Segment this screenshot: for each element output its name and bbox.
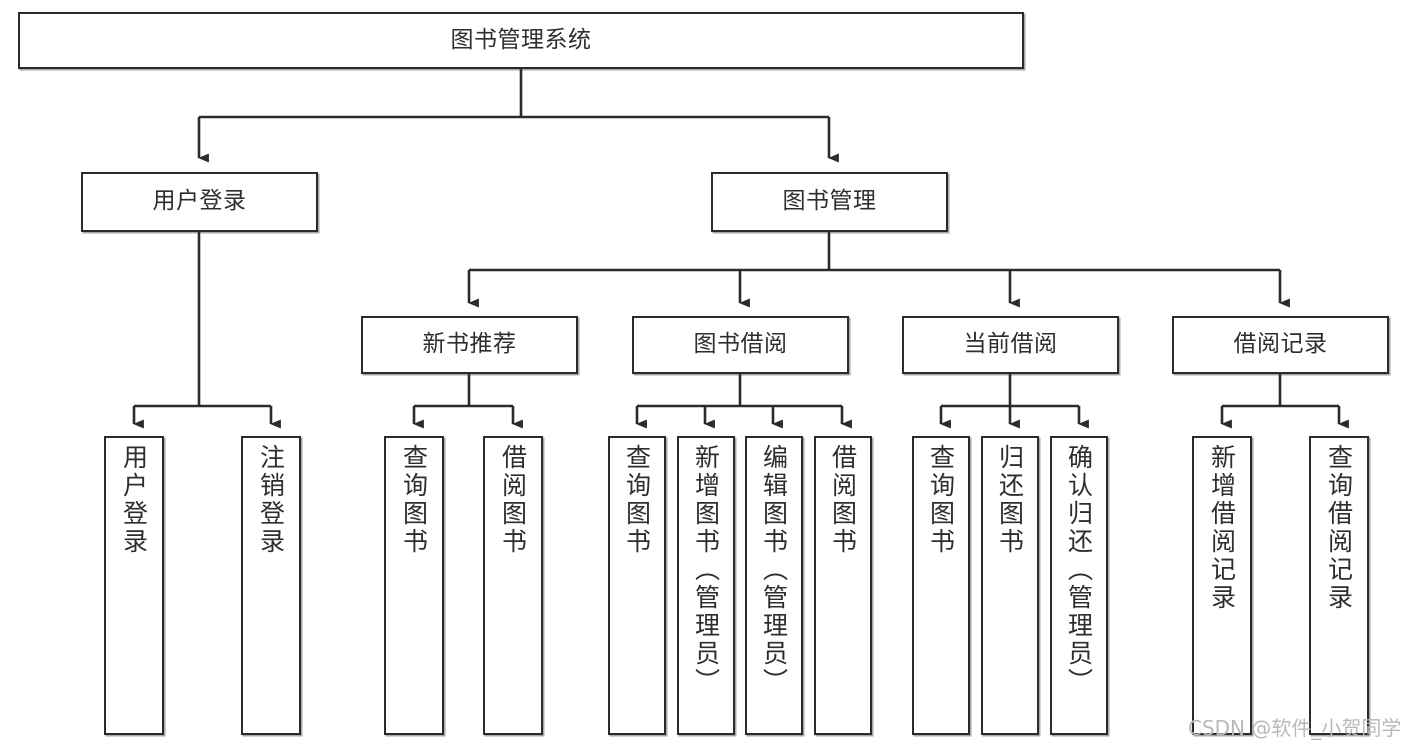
node-leaf-borrow-book-2-label: 借阅图书 bbox=[828, 444, 858, 556]
node-book-manage-label: 图书管理 bbox=[782, 188, 877, 215]
node-leaf-logout-label: 注销登录 bbox=[256, 444, 286, 556]
node-current-borrow[interactable]: 当前借阅 bbox=[902, 316, 1119, 374]
node-borrow-record-label: 借阅记录 bbox=[1233, 331, 1328, 358]
node-current-borrow-label: 当前借阅 bbox=[963, 331, 1058, 358]
node-book-borrow[interactable]: 图书借阅 bbox=[632, 316, 849, 374]
node-leaf-return-book[interactable]: 归还图书 bbox=[981, 436, 1039, 735]
node-leaf-logout[interactable]: 注销登录 bbox=[241, 436, 301, 735]
node-leaf-query-record[interactable]: 查询借阅记录 bbox=[1309, 436, 1369, 735]
node-user-login-label: 用户登录 bbox=[152, 188, 247, 215]
node-new-book-rec[interactable]: 新书推荐 bbox=[361, 316, 578, 374]
node-leaf-user-login[interactable]: 用户登录 bbox=[104, 436, 164, 735]
node-leaf-edit-book[interactable]: 编辑图书（管理员） bbox=[745, 436, 803, 735]
node-leaf-confirm-return[interactable]: 确认归还（管理员） bbox=[1050, 436, 1108, 735]
node-book-manage[interactable]: 图书管理 bbox=[711, 172, 948, 232]
node-leaf-query-book-3-label: 查询图书 bbox=[926, 444, 956, 556]
node-new-book-rec-label: 新书推荐 bbox=[422, 331, 517, 358]
node-leaf-add-book[interactable]: 新增图书（管理员） bbox=[677, 436, 735, 735]
node-leaf-borrow-book-1[interactable]: 借阅图书 bbox=[483, 436, 543, 735]
node-leaf-borrow-book-2[interactable]: 借阅图书 bbox=[814, 436, 872, 735]
node-leaf-user-login-label: 用户登录 bbox=[119, 444, 149, 556]
node-leaf-confirm-return-label: 确认归还（管理员） bbox=[1064, 444, 1094, 696]
node-leaf-edit-book-label: 编辑图书（管理员） bbox=[759, 444, 789, 696]
node-user-login[interactable]: 用户登录 bbox=[81, 172, 318, 232]
node-leaf-borrow-book-1-label: 借阅图书 bbox=[498, 444, 528, 556]
node-leaf-query-book-3[interactable]: 查询图书 bbox=[912, 436, 970, 735]
node-leaf-query-record-label: 查询借阅记录 bbox=[1324, 444, 1354, 612]
csdn-watermark: CSDN @软件_小贺同学 bbox=[1188, 716, 1402, 740]
node-leaf-add-record-label: 新增借阅记录 bbox=[1207, 444, 1237, 612]
node-leaf-add-record[interactable]: 新增借阅记录 bbox=[1192, 436, 1252, 735]
node-borrow-record[interactable]: 借阅记录 bbox=[1172, 316, 1389, 374]
node-leaf-query-book-2[interactable]: 查询图书 bbox=[608, 436, 666, 735]
node-leaf-query-book-1-label: 查询图书 bbox=[399, 444, 429, 556]
node-leaf-query-book-1[interactable]: 查询图书 bbox=[384, 436, 444, 735]
node-leaf-return-book-label: 归还图书 bbox=[995, 444, 1025, 556]
node-book-borrow-label: 图书借阅 bbox=[693, 331, 788, 358]
node-leaf-query-book-2-label: 查询图书 bbox=[622, 444, 652, 556]
node-root[interactable]: 图书管理系统 bbox=[18, 12, 1024, 69]
node-leaf-add-book-label: 新增图书（管理员） bbox=[691, 444, 721, 696]
node-root-label: 图书管理系统 bbox=[450, 26, 592, 53]
